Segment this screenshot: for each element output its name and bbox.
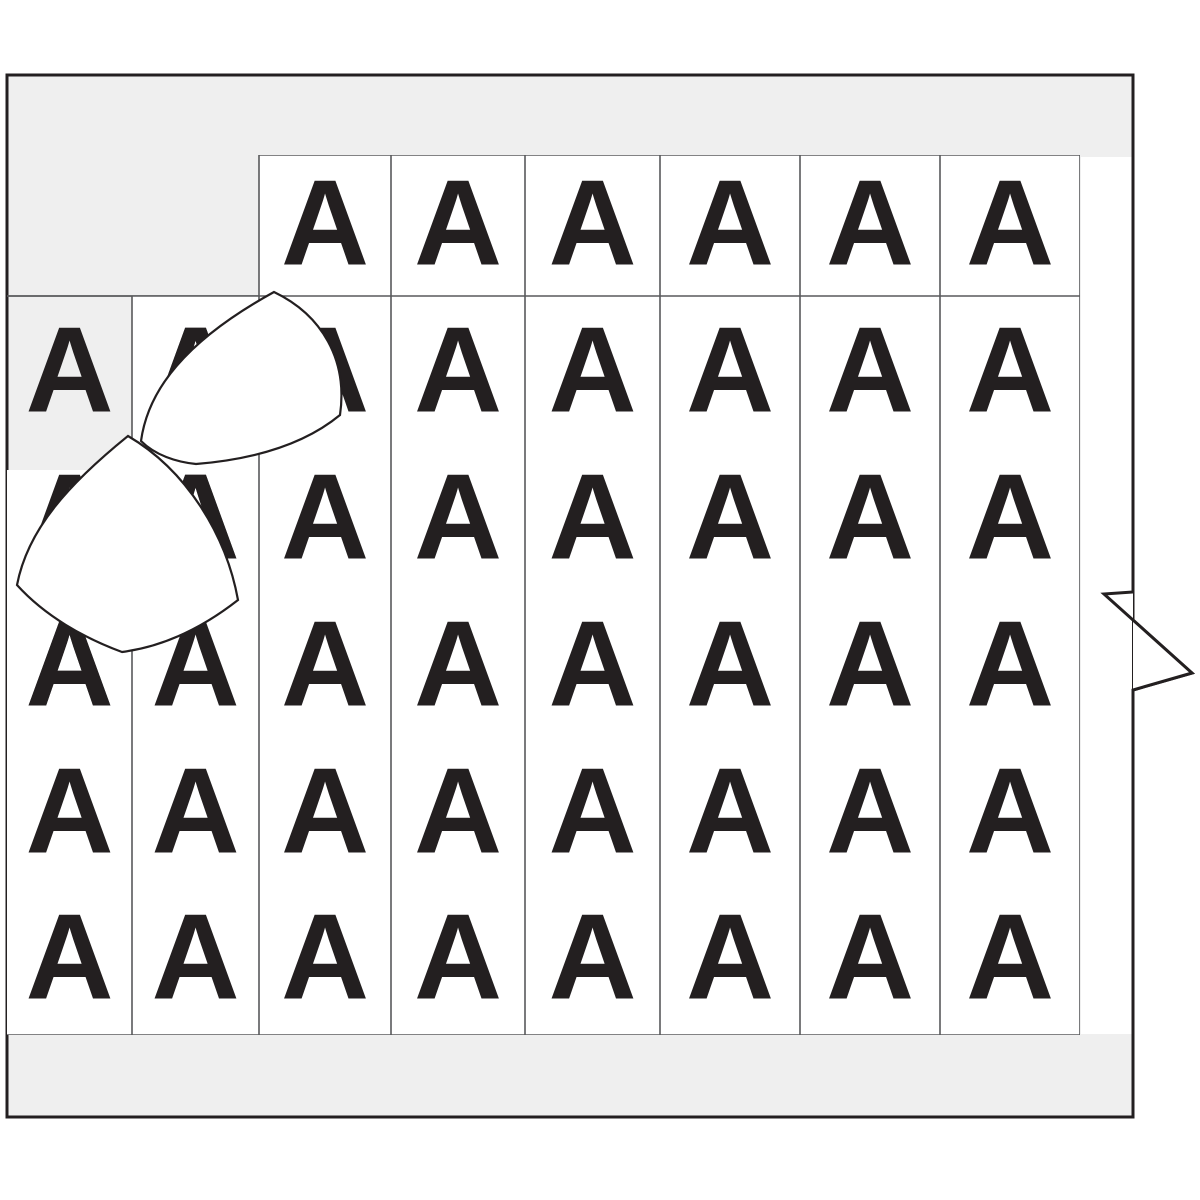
label-area-top-white bbox=[259, 155, 1080, 305]
label-character-cell[interactable]: A bbox=[414, 155, 502, 291]
label-character-cell[interactable]: A bbox=[25, 743, 113, 879]
label-character-cell[interactable]: A bbox=[548, 449, 636, 585]
notch-tab-fill bbox=[1104, 592, 1192, 690]
label-character-cell[interactable]: A bbox=[826, 155, 914, 291]
label-cell-outlines bbox=[7, 155, 1080, 1035]
peeled-label-lower[interactable] bbox=[15, 434, 240, 654]
label-character-cell[interactable]: A bbox=[414, 889, 502, 1025]
label-character-cell[interactable]: A bbox=[826, 449, 914, 585]
label-character-cell[interactable]: A bbox=[548, 155, 636, 291]
label-character-cell[interactable]: A bbox=[25, 889, 113, 1025]
label-character-cell[interactable]: A bbox=[826, 743, 914, 879]
peeled-label-upper[interactable] bbox=[139, 290, 343, 466]
label-character-cell[interactable]: A bbox=[966, 155, 1054, 291]
label-character-cell[interactable]: A bbox=[686, 449, 774, 585]
label-character-cell[interactable]: A bbox=[686, 302, 774, 438]
peeled-label-lower-shape bbox=[15, 434, 240, 654]
label-character-cell[interactable]: A bbox=[686, 596, 774, 732]
label-character-cell[interactable]: A bbox=[686, 743, 774, 879]
label-character-cell[interactable]: A bbox=[548, 302, 636, 438]
label-character-cell[interactable]: A bbox=[151, 743, 239, 879]
label-character-cell[interactable]: A bbox=[281, 155, 369, 291]
label-character-cell[interactable]: A bbox=[281, 449, 369, 585]
label-character-cell[interactable]: A bbox=[548, 743, 636, 879]
label-character-cell[interactable]: A bbox=[151, 889, 239, 1025]
label-character-cell[interactable]: A bbox=[966, 889, 1054, 1025]
label-character-cell[interactable]: A bbox=[826, 596, 914, 732]
label-character-cell[interactable]: A bbox=[826, 302, 914, 438]
label-character-cell[interactable]: A bbox=[281, 889, 369, 1025]
label-character-cell[interactable]: A bbox=[414, 302, 502, 438]
label-character-cell[interactable]: A bbox=[281, 596, 369, 732]
label-character-cell-partial[interactable]: A bbox=[25, 302, 113, 438]
label-character-cell[interactable]: A bbox=[414, 743, 502, 879]
label-character-cell[interactable]: A bbox=[281, 743, 369, 879]
label-character-cell[interactable]: A bbox=[686, 155, 774, 291]
label-character-cell[interactable]: A bbox=[686, 889, 774, 1025]
label-character-cell[interactable]: A bbox=[966, 743, 1054, 879]
label-character-cell[interactable]: A bbox=[966, 302, 1054, 438]
label-character-cell[interactable]: A bbox=[966, 596, 1054, 732]
label-character-cell[interactable]: A bbox=[414, 596, 502, 732]
label-character-cell[interactable]: A bbox=[548, 596, 636, 732]
label-character-cell[interactable]: A bbox=[966, 449, 1054, 585]
label-character-cell[interactable]: A bbox=[548, 889, 636, 1025]
notch-tab-outline bbox=[1100, 75, 1196, 1117]
label-character-cell[interactable]: A bbox=[414, 449, 502, 585]
label-character-cell[interactable]: A bbox=[826, 889, 914, 1025]
peeled-label-upper-shape bbox=[139, 290, 343, 466]
